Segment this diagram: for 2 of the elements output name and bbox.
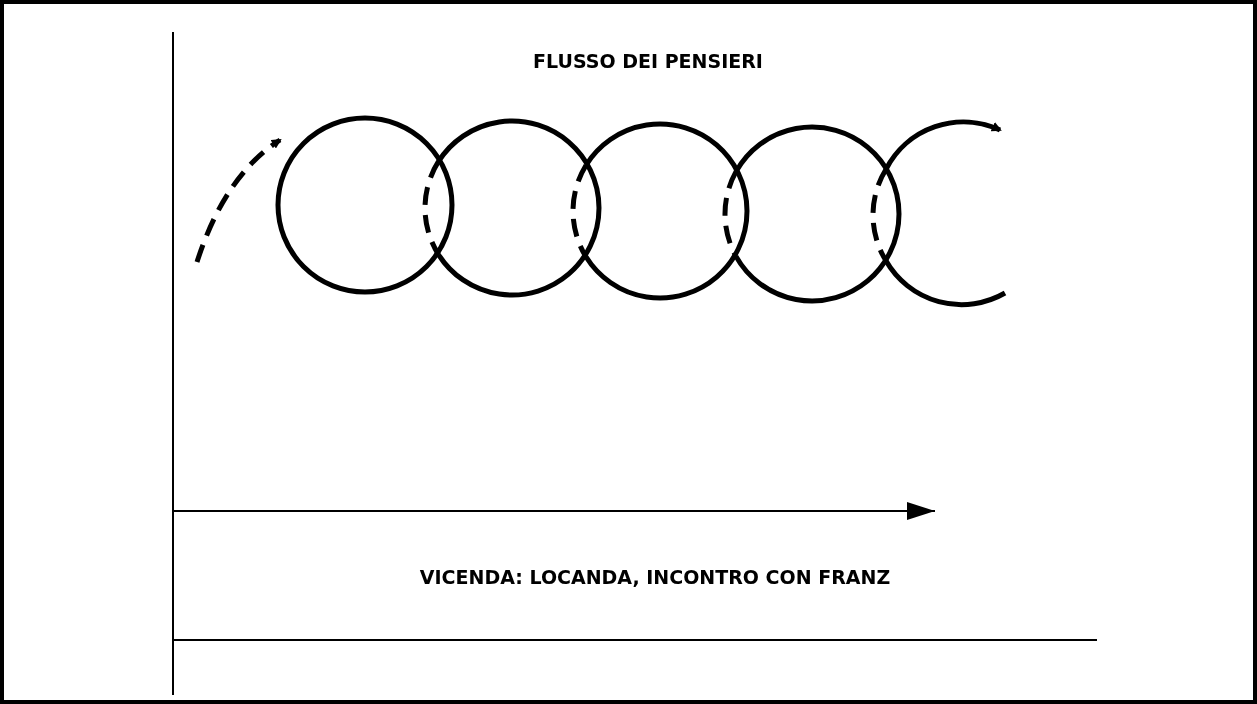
timeline-label: VICENDA: LOCANDA, INCONTRO CON FRANZ bbox=[419, 566, 891, 588]
heading-label: FLUSSO DEI PENSIERI bbox=[533, 50, 763, 72]
